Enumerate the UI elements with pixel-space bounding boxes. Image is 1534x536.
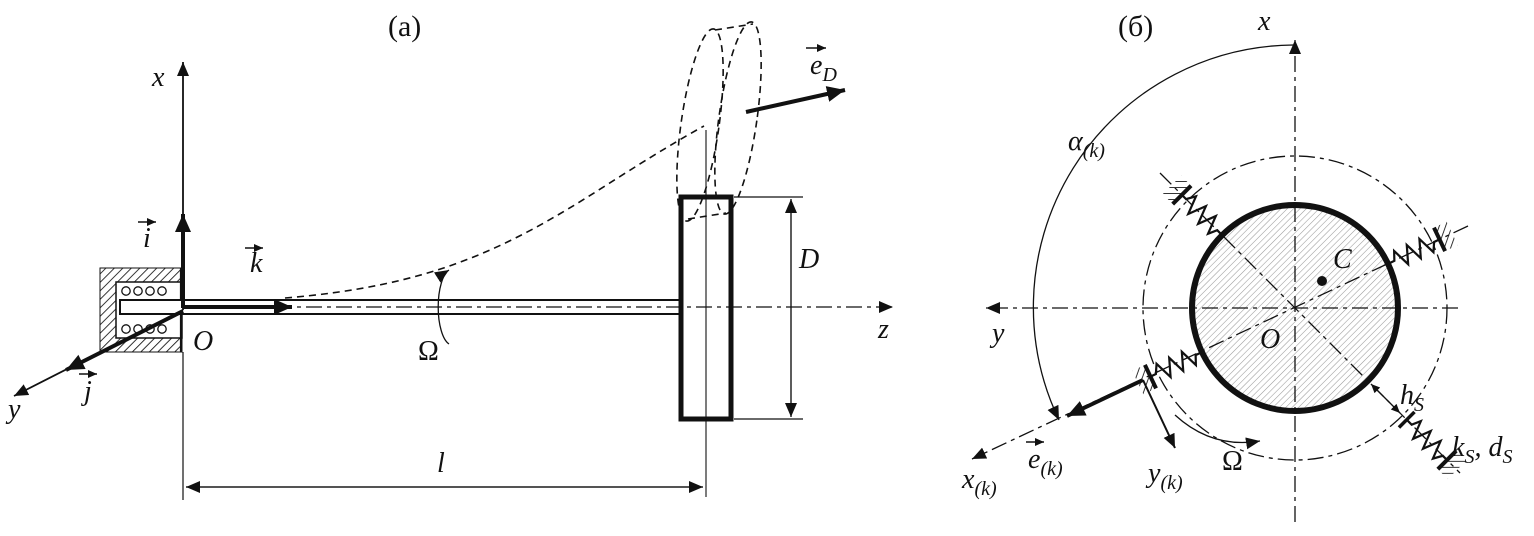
disk [678, 130, 734, 497]
yk-axis: y(k) [1142, 379, 1183, 494]
vector-e-d: eD [745, 44, 846, 114]
xk-axis [971, 225, 1469, 460]
z-axis-label: z [877, 314, 889, 345]
unit-vector-i: i [138, 214, 191, 308]
panel-a-tag: (a) [388, 10, 421, 43]
length-label: l [437, 448, 445, 479]
x-axis-label-a: x [151, 62, 165, 93]
omega-label-a: Ω [418, 336, 439, 367]
alpha-arc: α(k) [1032, 44, 1294, 421]
diameter-label: D [798, 244, 819, 275]
mass-center-label: C [1333, 244, 1352, 275]
y-axis-b: y [986, 302, 1458, 349]
spring-upper-right [1380, 219, 1460, 278]
deflected-axis [284, 125, 705, 299]
clearance-label: hS [1400, 380, 1424, 416]
rotation-omega-a: Ω [418, 269, 450, 367]
panel-a: (a) [5, 10, 893, 500]
rotation-omega-b: Ω [1174, 414, 1261, 477]
panel-b-tag: (б) [1118, 10, 1153, 43]
vector-e-d-label: eD [810, 50, 837, 86]
vector-i-label: i [143, 223, 151, 254]
omega-label-b: Ω [1222, 446, 1243, 477]
mass-center: C [1317, 244, 1352, 286]
x-axis-label-b: x [1257, 6, 1271, 37]
origin-label-a: O [193, 326, 213, 357]
yk-axis-label: y(k) [1145, 458, 1183, 494]
vector-k-label: k [250, 248, 263, 279]
panel-b: (б) x y O C [961, 6, 1512, 522]
y-axis-label-a: y [5, 394, 21, 425]
xk-axis-label: x(k) [961, 464, 997, 500]
deflected-disk [676, 21, 762, 222]
spring-upper-left [1163, 176, 1232, 245]
y-axis-label-b: y [989, 318, 1005, 349]
vector-e-k-label: e(k) [1028, 444, 1063, 480]
spring-params-label: kS, dS [1452, 432, 1512, 468]
x-axis-b: x [1257, 6, 1301, 522]
length-dimension: l [182, 352, 703, 500]
spring-lower-left [1130, 338, 1210, 397]
unit-vector-k: k [183, 244, 292, 315]
vector-e-k: e(k) [1026, 378, 1144, 480]
vector-j-label: j [81, 376, 92, 407]
diameter-dimension: D [734, 196, 819, 420]
alpha-label: α(k) [1068, 126, 1105, 162]
clearance-dimension: hS [1370, 380, 1424, 416]
origin-label-b: O [1260, 324, 1280, 355]
bearing-rollers-icon [121, 286, 167, 334]
unit-vector-j: j [65, 309, 184, 407]
z-axis: z [186, 301, 893, 345]
